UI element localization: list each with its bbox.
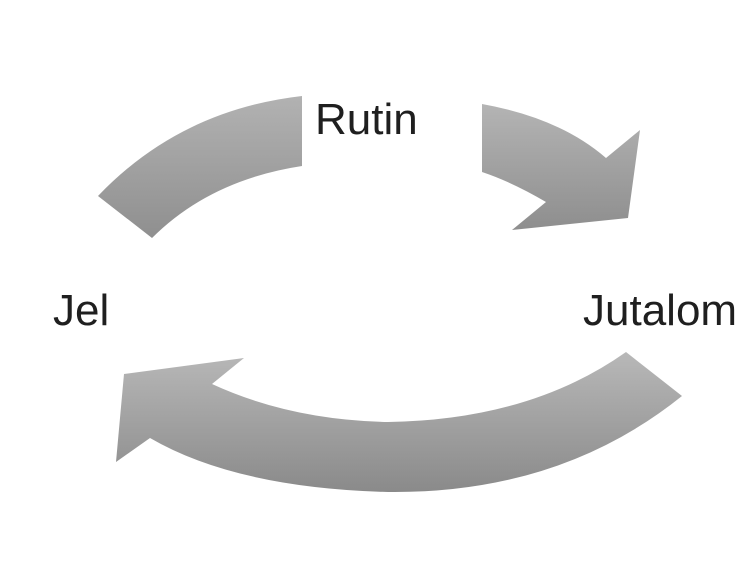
label-rutin: Rutin — [315, 95, 418, 144]
arrow-rutin-to-jutalom — [482, 104, 640, 230]
arrow-jutalom-to-jel — [116, 352, 682, 493]
label-jutalom: Jutalom — [583, 286, 737, 335]
arc-segment-jel-to-rutin — [98, 96, 302, 238]
label-jel: Jel — [53, 286, 109, 335]
